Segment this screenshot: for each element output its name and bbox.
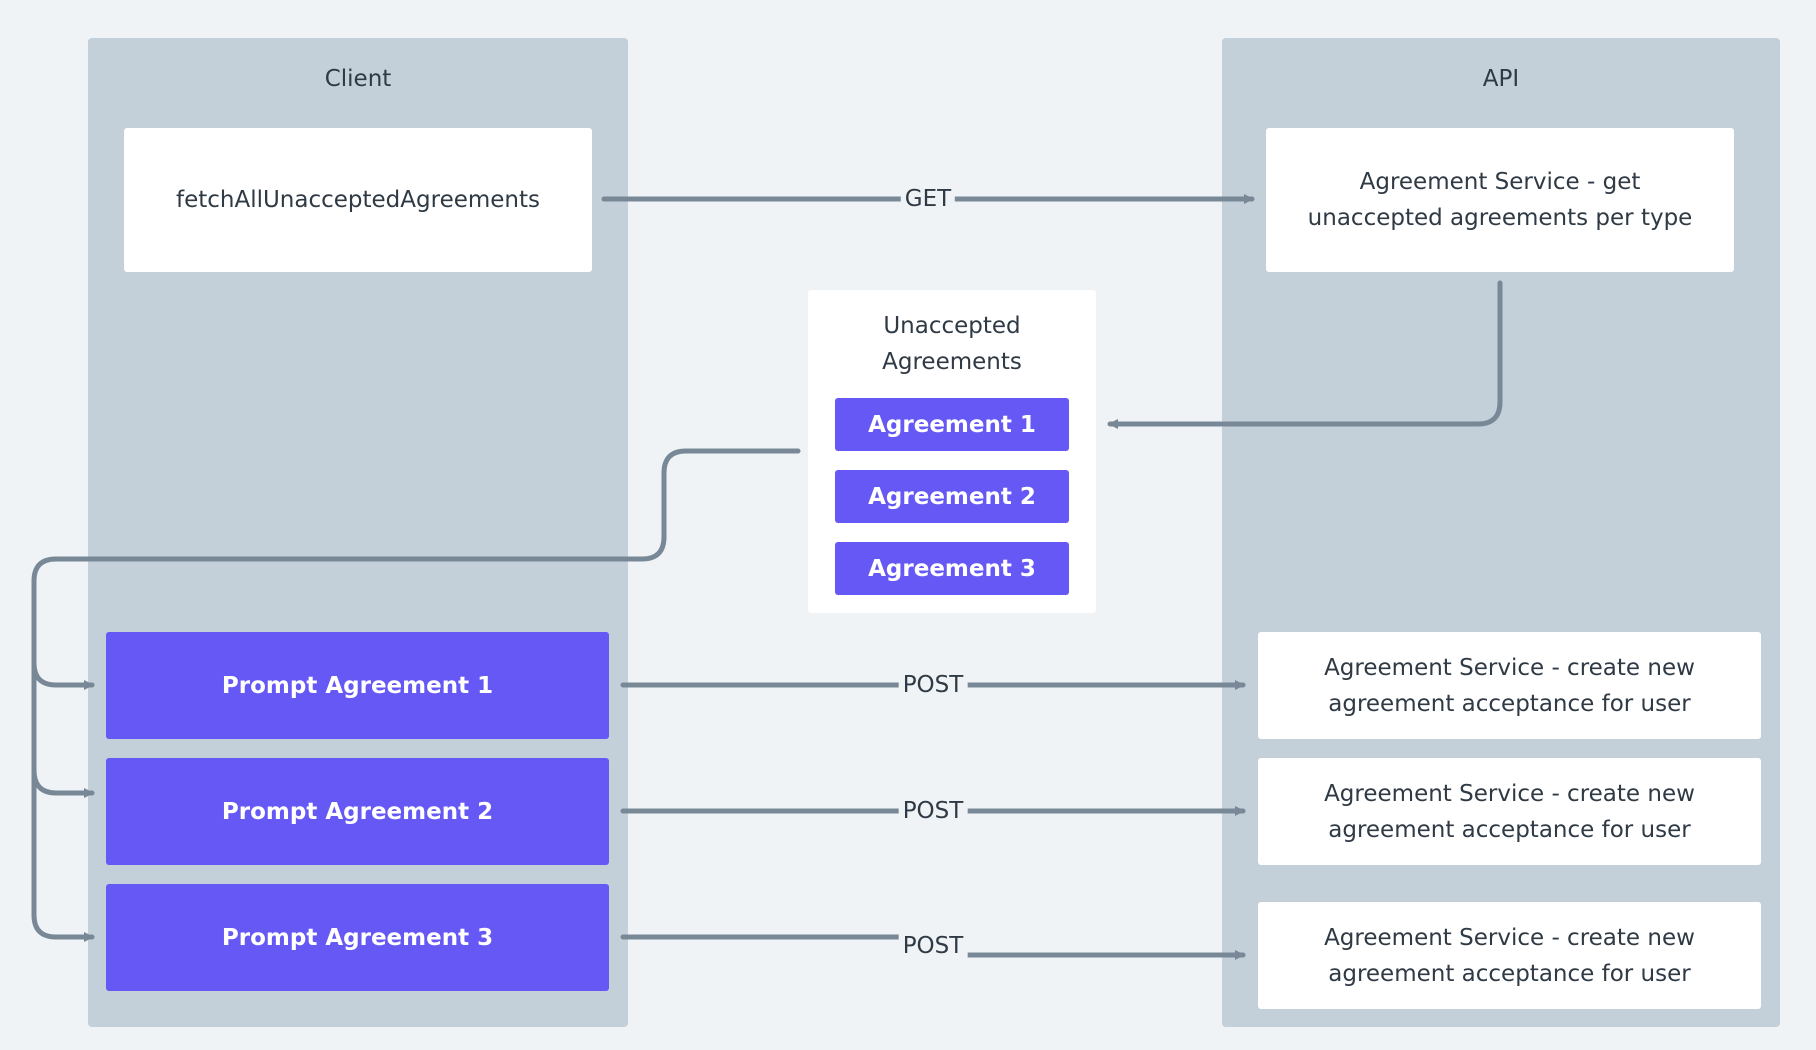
- agreement-1-item[interactable]: Agreement 1: [835, 398, 1069, 451]
- prompt-agreement-2-box[interactable]: Prompt Agreement 2: [106, 758, 609, 865]
- fetch-all-unaccepted-agreements-box[interactable]: fetchAllUnacceptedAgreements: [124, 128, 592, 272]
- distribution-connector: [31, 448, 801, 942]
- branch-to-prompt-1: [31, 660, 95, 690]
- unaccepted-agreements-title: Unaccepted Agreements: [882, 313, 1022, 375]
- get-label: GET: [900, 186, 956, 212]
- agreement-2-item[interactable]: Agreement 2: [835, 470, 1069, 523]
- client-lane-title: Client: [324, 66, 392, 92]
- unaccepted-agreements-group: Unaccepted Agreements Agreement 1 Agreem…: [808, 290, 1096, 613]
- agreement-service-create-box-3[interactable]: Agreement Service - create new agreement…: [1258, 902, 1761, 1009]
- agreement-service-get-box[interactable]: Agreement Service - get unaccepted agree…: [1266, 128, 1734, 272]
- post-label-3: POST: [898, 933, 968, 959]
- api-lane-title: API: [1482, 66, 1520, 92]
- post-label-1: POST: [898, 672, 968, 698]
- agreement-service-create-box-2[interactable]: Agreement Service - create new agreement…: [1258, 758, 1761, 865]
- agreement-3-item[interactable]: Agreement 3: [835, 542, 1069, 595]
- response-connector: [1107, 280, 1503, 429]
- post-label-2: POST: [898, 798, 968, 824]
- prompt-agreement-1-box[interactable]: Prompt Agreement 1: [106, 632, 609, 739]
- branch-to-prompt-2: [31, 767, 95, 798]
- agreement-service-create-box-1[interactable]: Agreement Service - create new agreement…: [1258, 632, 1761, 739]
- prompt-agreement-3-box[interactable]: Prompt Agreement 3: [106, 884, 609, 991]
